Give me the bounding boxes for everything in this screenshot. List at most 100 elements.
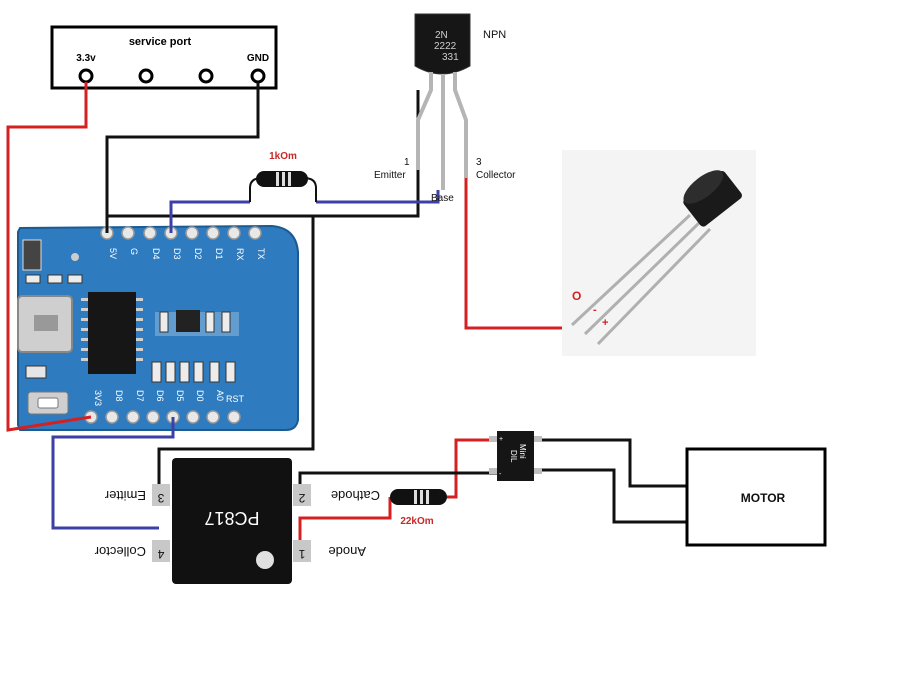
pc817-pin3-pad — [152, 484, 170, 506]
pin-d7 — [126, 410, 140, 424]
bridge-body — [497, 431, 534, 481]
board-bottom-pins — [84, 410, 241, 424]
transistor-pin3-number: 3 — [476, 157, 482, 168]
pc817-pin1-number: 1 — [298, 547, 305, 561]
wire-d2-blue — [169, 200, 250, 233]
transistor-leg-emitter — [416, 72, 433, 170]
resistor-22kom-label: 22kOm — [400, 516, 433, 527]
pin-label-rx: RX — [235, 248, 245, 261]
wire-3v3-red — [6, 82, 92, 432]
board-top-pin-labels: 5V G D4 D3 D2 D1 RX TX — [108, 248, 266, 261]
service-port-3v3-label: 3.3v — [76, 53, 96, 64]
wire-collector-red — [464, 178, 572, 330]
wire-gnd-emitter — [107, 90, 420, 218]
pin-label-d3: D3 — [172, 248, 182, 260]
transistor-marking-1: 2N — [435, 30, 448, 41]
transistor-leg-collector — [453, 72, 468, 178]
ir-receiver-pin-minus: - — [593, 304, 597, 316]
resistor-1kom-label: 1kOm — [269, 151, 297, 162]
ir-receiver-legs — [570, 213, 712, 346]
pin-label-5v: 5V — [108, 248, 118, 259]
ch340-chip — [88, 292, 136, 374]
wire-motor-2 — [534, 468, 687, 524]
service-port-gnd-label: GND — [247, 53, 269, 64]
wire-bridge-plus-red — [447, 438, 497, 499]
ir-receiver: O - + — [562, 150, 756, 356]
pc817-pin4-number: 4 — [157, 547, 164, 561]
service-port-pin-2 — [138, 68, 154, 84]
bridge-name-1: Mini — [518, 444, 527, 459]
wire-gnd-optocoupler — [157, 216, 315, 496]
transistor-body — [414, 13, 471, 75]
motor-box — [685, 447, 827, 547]
pin-d1 — [206, 226, 220, 240]
pc817-pin1-dot — [256, 551, 274, 569]
resistor-22kom: 22kOm — [390, 489, 447, 527]
bridge-name-2: DIL — [509, 450, 518, 463]
pin-label-tx: TX — [256, 248, 266, 260]
transistor-type-label: NPN — [483, 29, 506, 41]
service-port-title: service port — [129, 36, 192, 48]
ir-receiver-pin-plus: + — [602, 317, 608, 329]
bridge-rectifier: + - Mini DIL — [489, 431, 542, 481]
pin-d0 — [186, 410, 200, 424]
board-led — [71, 253, 79, 261]
pin-label-d4: D4 — [151, 248, 161, 260]
pin-label-d8: D8 — [114, 390, 124, 402]
bridge-plus: + — [499, 436, 503, 443]
pin-rst — [227, 410, 241, 424]
pc817-pin3-name: Emitter — [104, 488, 146, 503]
resistor-1kom: 1kOm — [249, 151, 317, 202]
service-port-pin-3 — [198, 68, 214, 84]
transistor-pin1-number: 1 — [404, 157, 410, 168]
wire-gnd-service — [105, 82, 260, 233]
ir-receiver-body — [683, 170, 742, 227]
motor: MOTOR — [685, 447, 827, 547]
pin-label-d5: D5 — [175, 390, 185, 402]
npn-transistor: 2N 2222 331 NPN 1 Emitter Base 3 Collect… — [374, 13, 516, 204]
pin-tx — [248, 226, 262, 240]
wires — [6, 82, 687, 548]
transistor-pin1-name: Emitter — [374, 170, 406, 181]
service-port-pin-3v3 — [78, 68, 94, 84]
pin-d4 — [143, 226, 157, 240]
regulator-chip — [176, 310, 200, 332]
pin-label-g: G — [129, 248, 139, 255]
pin-label-d1: D1 — [214, 248, 224, 260]
transistor-marking-3: 331 — [442, 52, 459, 63]
micro-usb-port — [34, 315, 58, 331]
board-top-pins — [100, 226, 262, 240]
pin-label-rst: RST — [226, 394, 245, 404]
service-port: service port 3.3v GND — [50, 25, 278, 90]
pc817-name: PC817 — [204, 508, 259, 528]
pin-d8 — [105, 410, 119, 424]
bridge-minus: - — [499, 471, 502, 478]
motor-label: MOTOR — [741, 491, 786, 505]
transistor-pin3-name: Collector — [476, 170, 516, 181]
transistor-pin2-name: Base — [431, 193, 454, 204]
board-bottom-pin-labels: 3V3 D8 D7 D6 D5 D0 A0 RST — [93, 390, 245, 406]
transistor-marking-2: 2222 — [434, 41, 457, 52]
pin-rx — [227, 226, 241, 240]
pin-d6 — [146, 410, 160, 424]
pc817-pin2-number: 2 — [298, 491, 305, 505]
pin-d2 — [185, 226, 199, 240]
pin-label-a0: A0 — [215, 390, 225, 401]
pin-label-d7: D7 — [135, 390, 145, 402]
wire-d5-blue — [51, 417, 175, 530]
pin-a0 — [206, 410, 220, 424]
board-component-left — [25, 365, 47, 379]
board-component-top-left — [22, 239, 42, 271]
ir-receiver-pin-out: O — [572, 289, 581, 303]
reset-button-cap — [37, 397, 59, 409]
wire-motor-1 — [534, 438, 687, 488]
wire-base-blue — [316, 190, 440, 204]
wire-anode-red — [298, 497, 392, 548]
pc817-pin4-pad — [152, 540, 170, 562]
chip-pins — [81, 298, 143, 361]
smd-resistors — [25, 274, 236, 383]
pc817-pin3-number: 3 — [157, 491, 164, 505]
pc817-pin1-name: Anode — [328, 544, 366, 559]
pc817-pin4-name: Collector — [94, 544, 146, 559]
